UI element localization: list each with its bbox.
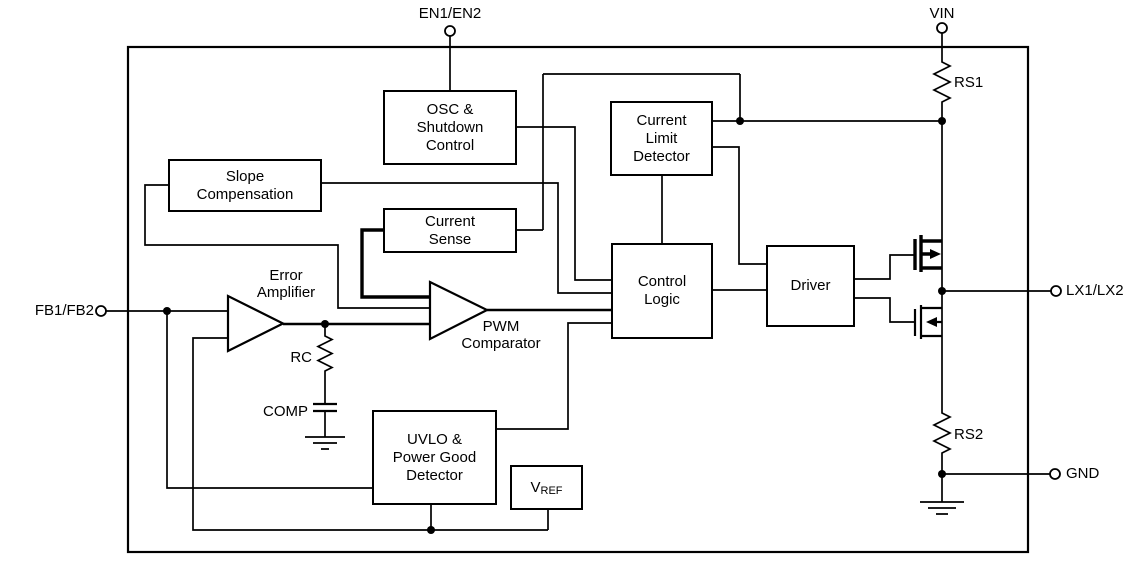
pwm-comparator-label: PWM Comparator (441, 318, 561, 352)
block-line: Shutdown (416, 118, 484, 136)
wire-fb-to-uvlo (166, 311, 372, 489)
label-line: Error (269, 267, 303, 284)
block-line: UVLO & (406, 430, 463, 448)
fb-pin-terminal (95, 305, 107, 317)
block-line: Sense (428, 230, 472, 248)
block-line: Driver (790, 277, 831, 294)
en-pin-label: EN1/EN2 (418, 5, 482, 22)
block-line: Detector (633, 147, 690, 165)
gnd-pin-terminal (1049, 468, 1061, 480)
wire-vref-rail (192, 337, 549, 531)
ic-boundary (126, 45, 1030, 554)
wire-climit-to-driver (713, 146, 766, 265)
rc-label: RC (290, 349, 312, 366)
junction-dots (163, 117, 946, 534)
ground-symbol-main (920, 501, 964, 515)
block-line: Power Good (392, 448, 477, 466)
wire-osc-to-logic (517, 126, 611, 281)
block-driver: Driver (766, 245, 855, 327)
resistor-rc (316, 324, 334, 404)
block-line: Current (636, 111, 687, 129)
wire-current-sense-to-node (517, 73, 741, 231)
block-line: Compensation (196, 185, 294, 203)
vref-subscript: REF (540, 484, 563, 497)
pwm-comparator-symbol (428, 280, 490, 341)
vin-pin-terminal (936, 22, 948, 34)
lx-pin-label: LX1/LX2 (1066, 282, 1124, 299)
block-osc-shutdown-control: OSC & Shutdown Control (383, 90, 517, 165)
block-line: Control (637, 273, 687, 290)
label-line: Amplifier (256, 284, 316, 301)
gnd-pin-label: GND (1066, 465, 1100, 482)
vin-pin-label: VIN (929, 5, 955, 22)
vref-label: V (530, 478, 541, 496)
block-line: Current (424, 212, 476, 230)
wire-current-sense-to-pwm (360, 228, 430, 299)
ground-symbol-comp (305, 411, 345, 450)
block-line: Slope (225, 167, 265, 185)
label-line: PWM (482, 318, 520, 335)
block-line: Detector (406, 466, 463, 484)
block-uvlo-power-good: UVLO & Power Good Detector (372, 410, 497, 505)
resistor-rs1 (932, 33, 952, 291)
block-current-sense: Current Sense (383, 208, 517, 253)
wire-driver-to-pmos-gate (855, 254, 915, 280)
en-pin-terminal (444, 25, 456, 37)
mosfet-low-side (913, 305, 942, 339)
resistor-rs2 (932, 291, 952, 502)
block-control-logic: Control Logic (611, 243, 713, 339)
label-line: Comparator (461, 335, 541, 352)
block-line: Limit (645, 129, 678, 147)
error-amplifier-label: Error Amplifier (236, 267, 336, 301)
wire-driver-to-nmos-gate (855, 297, 915, 323)
rs1-label: RS1 (954, 74, 984, 91)
block-current-limit-detector: Current Limit Detector (610, 101, 713, 176)
rs2-label: RS2 (954, 426, 984, 443)
block-line: Logic (644, 291, 680, 308)
wire-uvlo-to-logic (497, 322, 611, 430)
block-slope-compensation: Slope Compensation (168, 159, 322, 212)
comp-label: COMP (263, 403, 308, 420)
wire-slope-to-logic (322, 182, 611, 294)
mosfet-high-side (913, 235, 942, 272)
fb-pin-label: FB1/FB2 (34, 302, 94, 319)
capacitor-comp (313, 402, 337, 413)
lx-pin-terminal (1050, 285, 1062, 297)
error-amplifier-symbol (226, 294, 286, 353)
wire-slope-to-pwm (144, 184, 430, 309)
block-line: OSC & (426, 100, 474, 118)
block-line: Control (425, 136, 475, 154)
